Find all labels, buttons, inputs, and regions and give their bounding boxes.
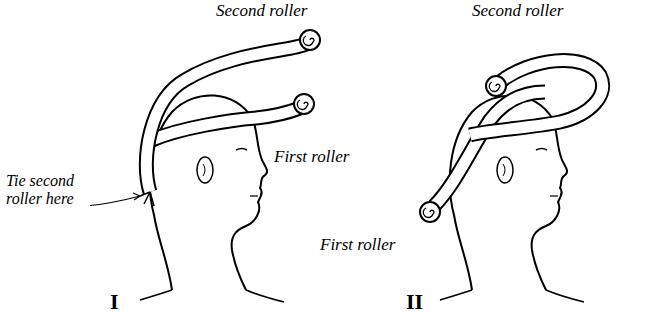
roller-label: Second roller xyxy=(214,2,309,21)
figure-number: II xyxy=(404,290,425,314)
roller-label: First roller xyxy=(272,148,351,167)
roller-label: First roller xyxy=(318,236,397,255)
instruction-note: Tie second roller here xyxy=(4,172,90,207)
figure-number: I xyxy=(108,290,121,314)
roller-label: Second roller xyxy=(470,2,565,21)
